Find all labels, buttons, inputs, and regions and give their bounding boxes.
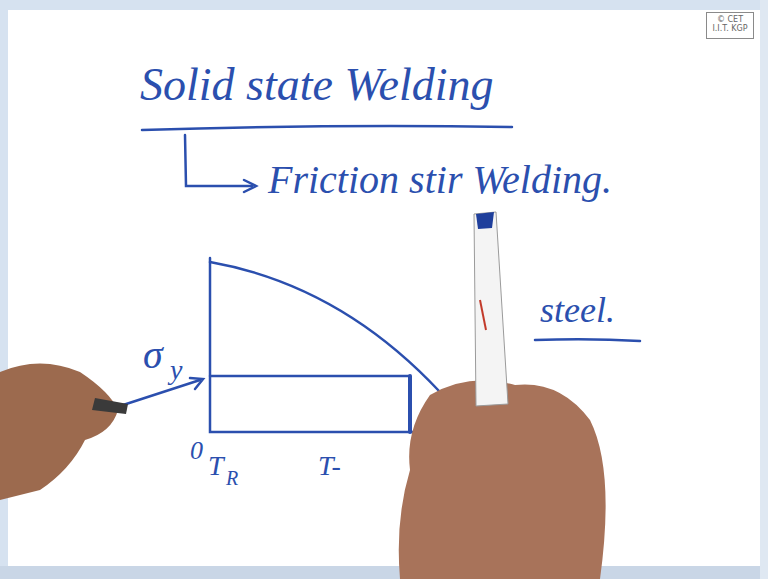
right-hand [399,380,606,579]
board-edge [0,566,768,579]
pointer-arrow [120,380,200,406]
arrow-head [244,180,256,192]
logo-text: I.I.T. KGP [711,24,749,33]
axis-symbol: σ [143,335,163,375]
temperature-marker [408,376,412,432]
yield-curve [210,262,440,392]
axis-symbol: T [208,452,224,480]
marker-body [474,212,508,406]
steel-underline [535,339,640,341]
logo-text: © CET [711,15,749,24]
title-underline [142,126,512,130]
yield-level-line [210,375,410,378]
arrow-line [185,135,252,186]
marker-tip [476,212,494,229]
board-edge [0,0,768,10]
marker-label [480,300,486,330]
board-edge [760,0,768,579]
left-hand [0,364,118,501]
logo-box: © CETI.I.T. KGP [706,12,754,39]
note-label: steel. [540,292,615,328]
axis-label: T- [318,452,341,480]
axis-subscript: y [170,356,182,384]
heading: Solid state Welding [140,62,494,108]
pen [92,398,128,414]
equation-label: Friction stir Welding. [268,160,612,200]
origin-label: 0 [190,438,203,464]
pointer-head [190,378,203,389]
axis-subscript: R [226,468,238,488]
